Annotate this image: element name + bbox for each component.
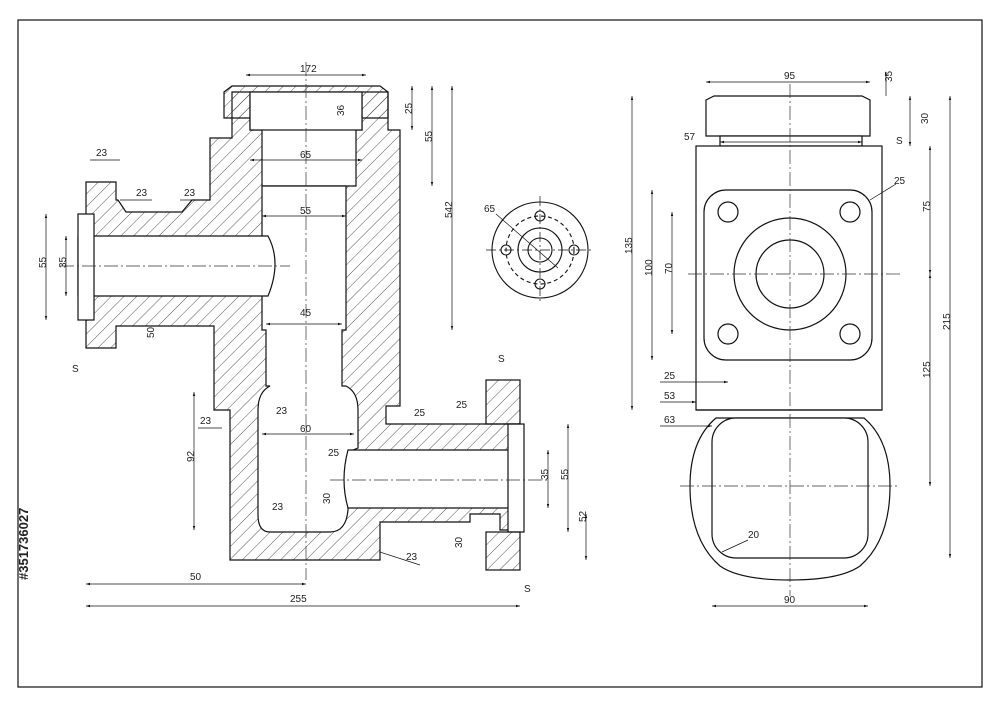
side-view-flange: [703, 189, 873, 361]
dim-left-bore-dia: 35: [58, 256, 69, 268]
dim-top-width: 172: [300, 64, 317, 75]
dim-left-s: S: [72, 364, 79, 375]
right-flange-bottom: [485, 531, 521, 571]
dim-top-collar: 25: [404, 102, 415, 114]
dim-side-bolt-offset: 25: [664, 371, 676, 382]
dim-left-flange-dia: 55: [38, 256, 49, 268]
section-dimensions: [44, 73, 588, 608]
left-flange-plate: [77, 213, 95, 321]
dim-side-bolt-h: 75: [922, 200, 933, 212]
bore-right-branch: [343, 449, 521, 509]
dim-total-height: 542: [444, 201, 455, 218]
dim-side-lower-height: 125: [922, 361, 933, 378]
dim-outlet-fillet-2: 25: [414, 408, 426, 419]
dim-side-cap-height: 30: [920, 112, 931, 124]
dim-end-view-diameter: 65: [484, 204, 496, 215]
dim-length-left: 50: [190, 572, 202, 583]
right-flange-plate: [507, 423, 525, 533]
dim-side-bottom-width: 90: [784, 595, 796, 606]
side-view-bolt-br: [839, 323, 861, 345]
dim-right-s-bottom: S: [524, 584, 531, 595]
right-flange-top: [485, 379, 521, 425]
end-view: [486, 196, 594, 304]
dim-top-depth: 55: [424, 130, 435, 142]
dim-left-wall: 50: [146, 326, 157, 338]
side-view-bolt-tr: [839, 201, 861, 223]
dim-length-total: 255: [290, 594, 307, 605]
dim-bottom-fillet-outer: 23: [406, 552, 418, 563]
bore-main: [257, 185, 359, 533]
dim-outlet-fillet-3: 25: [456, 400, 468, 411]
dim-side-half-width: 53: [664, 391, 676, 402]
side-view-dimensions: [630, 72, 952, 608]
dim-lower-fillet-inner: 23: [276, 406, 288, 417]
side-view-cap: [705, 95, 871, 137]
side-view-bolt-bl: [717, 323, 739, 345]
dim-lower-fillet-left: 23: [200, 416, 212, 427]
dim-bore-lower: 45: [300, 308, 312, 319]
dim-side-body-height: 135: [624, 237, 635, 254]
dim-side-body-63: 63: [664, 415, 676, 426]
dim-outlet-wall: 30: [322, 492, 333, 504]
dim-side-flange-height: 100: [644, 259, 655, 276]
dim-left-fillet-2: 23: [184, 188, 196, 199]
dim-right-flange: 55: [560, 468, 571, 480]
section-dim-labels: 172 36 25 55 65 55 45 542 23 23 23 55 35…: [38, 64, 589, 605]
dim-side-corner-radius: 25: [894, 176, 906, 187]
dim-right-thick: 52: [578, 510, 589, 522]
dim-bore-mid: 55: [300, 206, 312, 217]
side-view-dim-labels: 95 35 30 57 S 25 75 135 100 70 215 125 2…: [624, 70, 953, 606]
dim-left-flange-gap: 23: [96, 148, 108, 159]
dim-side-bolt-spacing: 70: [664, 262, 675, 274]
dim-side-top-cap: 35: [884, 70, 895, 82]
dim-bore-upper: 65: [300, 150, 312, 161]
dim-side-s: S: [896, 136, 903, 147]
dim-right-bore: 35: [540, 468, 551, 480]
dim-chamber-width: 60: [300, 424, 312, 435]
side-view-neck: [719, 135, 863, 147]
side-view-bolt-tl: [717, 201, 739, 223]
dim-left-fillet-1: 23: [136, 188, 148, 199]
dim-side-neck: 57: [684, 132, 696, 143]
dim-side-bottom-radius: 20: [748, 530, 760, 541]
dim-side-overall-height: 215: [942, 313, 953, 330]
dim-side-top-width: 95: [784, 71, 796, 82]
drawing-frame: [17, 19, 983, 688]
dim-right-bottom: 30: [454, 536, 465, 548]
dim-bottom-fillet-inner: 23: [272, 502, 284, 513]
watermark-id: #351736027: [16, 508, 31, 580]
dim-top-thread: 36: [336, 104, 347, 116]
side-view-centerlines: [680, 84, 900, 596]
dim-right-s-top: S: [498, 354, 505, 365]
dim-outlet-fillet: 25: [328, 448, 340, 459]
dim-chamber-height: 92: [186, 450, 197, 462]
section-centerlines: [60, 62, 548, 580]
